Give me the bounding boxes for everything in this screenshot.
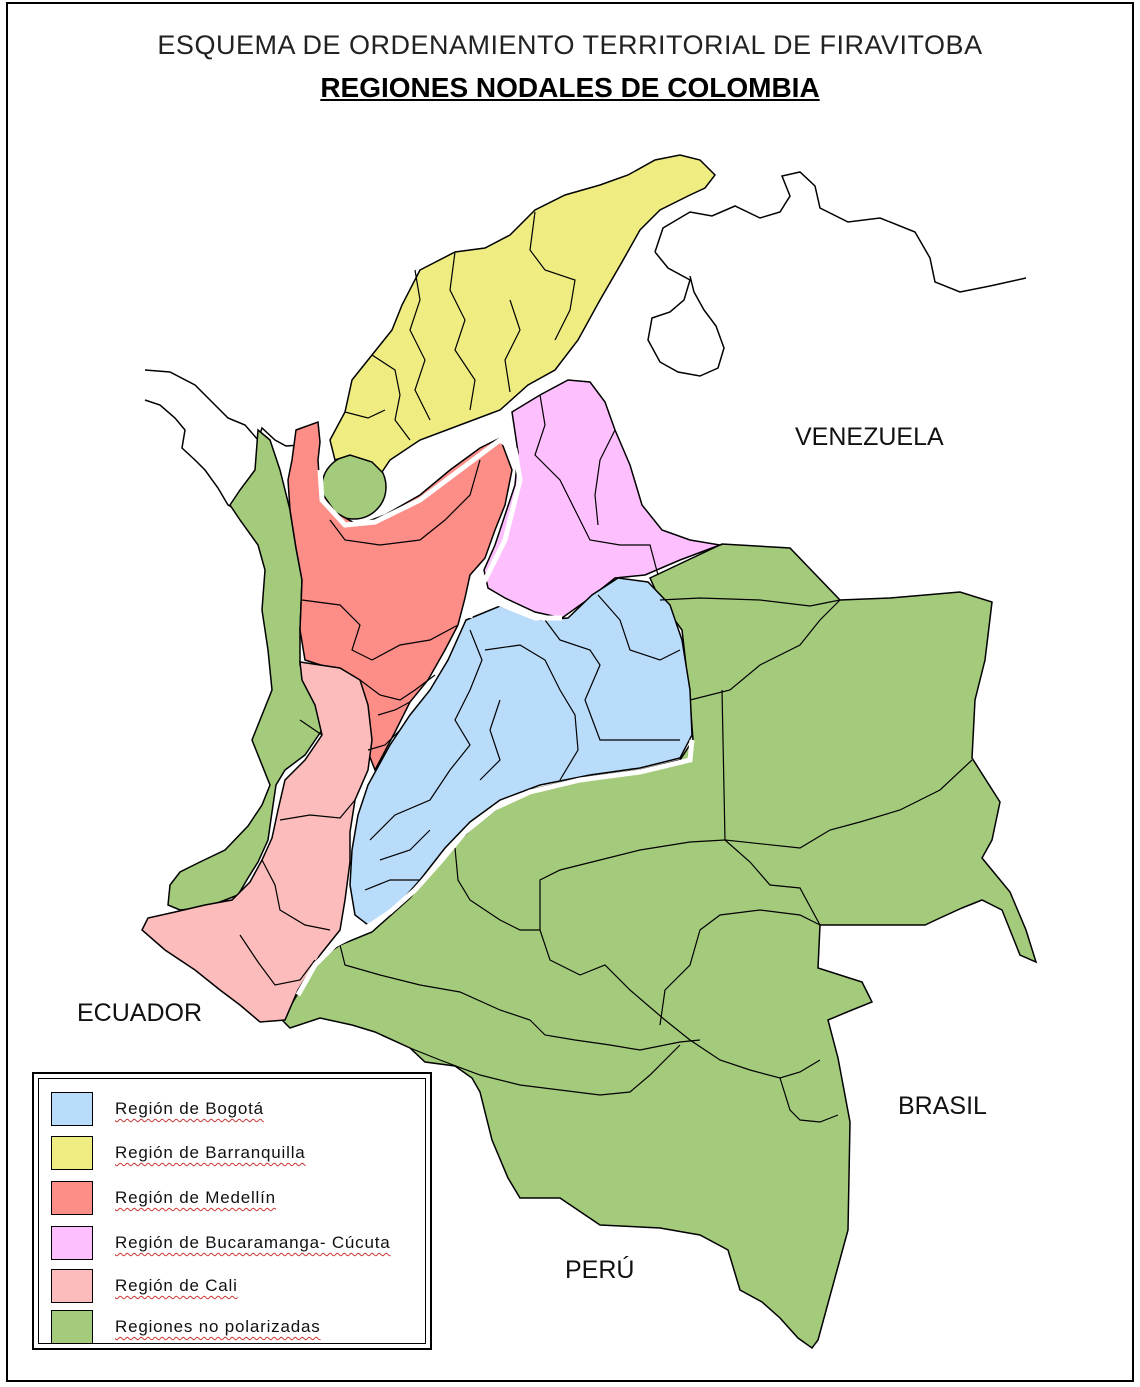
legend-item-bogota: Región de Bogotá bbox=[51, 1091, 264, 1127]
map-legend: Región de Bogotá Región de Barranquilla … bbox=[32, 1072, 432, 1350]
legend-item-barranquilla: Región de Barranquilla bbox=[51, 1135, 306, 1171]
venezuela-coastline bbox=[654, 171, 1027, 293]
legend-label-no-polarizadas: Regiones no polarizadas bbox=[115, 1317, 321, 1336]
label-peru: PERÚ bbox=[565, 1256, 635, 1284]
legend-swatch-no-polarizadas bbox=[51, 1310, 93, 1344]
map-frame bbox=[6, 2, 1134, 1382]
region-separators bbox=[295, 372, 695, 997]
legend-item-medellin: Región de Medellín bbox=[51, 1180, 276, 1216]
legend-item-cali: Región de Cali bbox=[51, 1268, 238, 1304]
legend-swatch-cali bbox=[51, 1269, 93, 1303]
legend-label-bogota: Región de Bogotá bbox=[115, 1099, 264, 1118]
region-bogota bbox=[349, 577, 693, 926]
legend-label-medellin: Región de Medellín bbox=[115, 1188, 276, 1207]
label-venezuela: VENEZUELA bbox=[795, 423, 944, 451]
region-no-polarizadas-pacific bbox=[167, 428, 323, 911]
label-ecuador: ECUADOR bbox=[77, 999, 203, 1027]
region-barranquilla bbox=[329, 154, 716, 474]
legend-inner-frame: Región de Bogotá Región de Barranquilla … bbox=[38, 1078, 426, 1344]
region-bucaramanga-cucuta bbox=[483, 379, 723, 619]
legend-label-barranquilla: Región de Barranquilla bbox=[115, 1143, 306, 1162]
legend-swatch-bucaramanga-cucuta bbox=[51, 1226, 93, 1260]
department-boundaries bbox=[239, 211, 973, 1123]
lake-maracaibo bbox=[647, 251, 725, 377]
legend-swatch-bogota bbox=[51, 1092, 93, 1126]
label-brasil: BRASIL bbox=[898, 1092, 987, 1120]
region-no-polarizadas-east bbox=[281, 543, 1038, 1350]
legend-item-bucaramanga-cucuta: Región de Bucaramanga- Cúcuta bbox=[51, 1225, 391, 1261]
region-cali bbox=[141, 661, 373, 1023]
legend-label-cali: Región de Cali bbox=[115, 1276, 238, 1295]
legend-label-bucaramanga-cucuta: Región de Bucaramanga- Cúcuta bbox=[115, 1233, 391, 1252]
legend-swatch-medellin bbox=[51, 1181, 93, 1215]
map-title: ESQUEMA DE ORDENAMIENTO TERRITORIAL DE F… bbox=[157, 30, 983, 60]
legend-item-no-polarizadas: Regiones no polarizadas bbox=[51, 1309, 321, 1345]
legend-swatch-barranquilla bbox=[51, 1136, 93, 1170]
map-subtitle: REGIONES NODALES DE COLOMBIA bbox=[320, 72, 820, 103]
